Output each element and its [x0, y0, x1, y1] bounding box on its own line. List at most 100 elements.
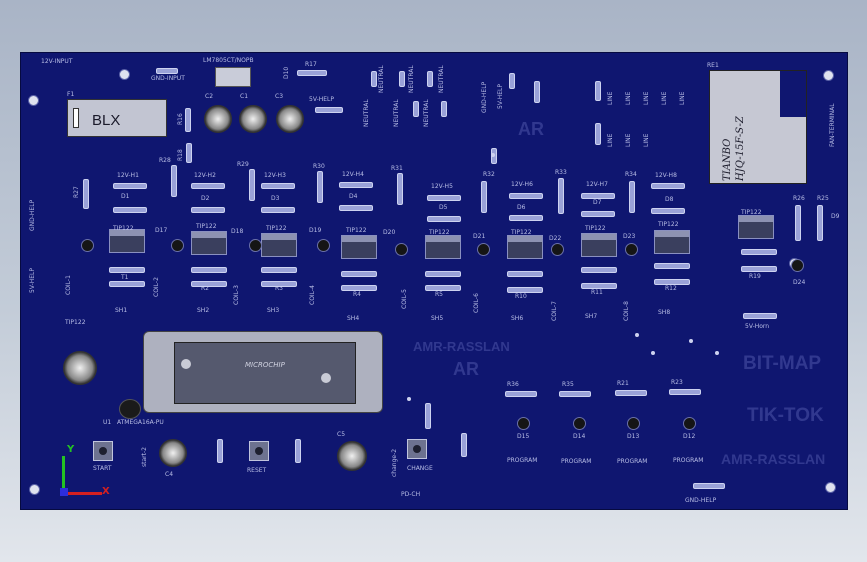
label-r36: R36: [507, 381, 519, 388]
ch-label-4: 12V-H4: [342, 171, 364, 178]
sh-label-6: SH6: [511, 315, 524, 322]
resistor: [191, 183, 225, 189]
tip-label-8: TIP122: [658, 221, 679, 228]
led-d18: D18: [231, 228, 244, 235]
led-d14: [573, 417, 586, 430]
mcu-brand: MICROCHIP: [245, 361, 285, 369]
led: [625, 243, 638, 256]
sh-label-4: SH4: [347, 315, 360, 322]
via: [635, 333, 639, 337]
label-re1: RE1: [707, 62, 719, 69]
r-label-5: R5: [435, 291, 443, 298]
label-u1: U1: [103, 419, 112, 426]
ch-label-2: 12V-H2: [194, 172, 216, 179]
coil-label-4: COIL-4: [309, 285, 316, 305]
neutral-1: NEUTRAL: [363, 99, 370, 127]
capacitor-c3: [276, 105, 304, 133]
via: [715, 351, 719, 355]
mcu-part: ATMEGA16A-PU: [117, 419, 164, 426]
r-label-11: R11: [591, 289, 603, 296]
resistor: [156, 68, 178, 74]
via: [407, 397, 411, 401]
resistor-r32: [481, 181, 487, 213]
tip-label-9: TIP122: [741, 209, 762, 216]
mounting-hole: [119, 69, 130, 80]
reset-button[interactable]: [249, 441, 269, 461]
led: [249, 239, 262, 252]
resistor: [654, 263, 690, 269]
label-r31: R31: [391, 165, 403, 172]
terminal: [427, 71, 433, 87]
r-label-10: R10: [515, 293, 527, 300]
resistor: [654, 279, 690, 285]
regulator-label: LM7805CT/NOPB: [203, 57, 254, 64]
resistor-r36: [505, 391, 537, 397]
transistor-tip122: [341, 235, 377, 259]
resistor: [341, 285, 377, 291]
resistor-r25: [817, 205, 823, 241]
side-tip122: TIP122: [65, 319, 86, 326]
resistor: [109, 267, 145, 273]
r-label-12: R12: [665, 285, 677, 292]
start-label: START: [93, 465, 112, 472]
label-r35: R35: [562, 381, 574, 388]
label-c5: C5: [337, 431, 346, 438]
program-label-4: PROGRAM: [673, 457, 704, 464]
label-d12: D12: [683, 433, 696, 440]
label-c1: C1: [240, 93, 249, 100]
resistor-r27: [83, 179, 89, 209]
diode-d7: D7: [593, 199, 602, 206]
led: [477, 243, 490, 256]
line-5: LINE: [679, 91, 686, 105]
line-8: LINE: [643, 133, 650, 147]
resistor-r18: [186, 143, 192, 163]
r-label-4: R4: [353, 291, 361, 298]
resistor: [507, 287, 543, 293]
led-d19: D19: [309, 227, 322, 234]
coil-label-7: COIL-7: [551, 301, 558, 321]
sh-label-1: SH1: [115, 307, 128, 314]
sh-label-2: SH2: [197, 307, 210, 314]
resistor: [427, 195, 461, 201]
coil-label-3: COIL-3: [233, 285, 240, 305]
resistor-r16: [185, 108, 191, 132]
label-5v-horn: 5V-Horn: [745, 323, 770, 330]
start-button[interactable]: [93, 441, 113, 461]
led: [551, 243, 564, 256]
led-d22: D22: [549, 235, 562, 242]
relay: TIANBO HJQ-15F-S-Z: [709, 70, 807, 184]
label-d10: D10: [283, 66, 290, 79]
via: [651, 351, 655, 355]
led: [171, 239, 184, 252]
coil-label-5: COIL-5: [401, 289, 408, 309]
capacitor-c4-left: [63, 351, 97, 385]
resistor: [261, 183, 295, 189]
diode: [261, 207, 295, 213]
transistor-tip122: [507, 235, 543, 259]
y-axis: [62, 456, 65, 494]
label-r26: R26: [793, 195, 805, 202]
resistor: [425, 403, 431, 429]
gnd-help-bottom: GND-HELP: [685, 497, 717, 504]
z-axis: [60, 488, 68, 496]
axis-y-label: Y: [67, 444, 75, 455]
resistor: [261, 267, 297, 273]
amr-rasslan-label: AMR-RASSLAN: [413, 339, 510, 354]
resistor: [651, 183, 685, 189]
label-r18: R18: [177, 149, 184, 161]
mounting-hole: [28, 95, 39, 106]
fuse-text: BLX: [92, 112, 121, 129]
led-d21: D21: [473, 233, 486, 240]
tip-label-7: TIP122: [585, 225, 606, 232]
resistor: [581, 193, 615, 199]
label-r17: R17: [305, 61, 317, 68]
transistor-tip122: [738, 215, 774, 239]
label-d13: D13: [627, 433, 640, 440]
led-d13: [627, 417, 640, 430]
mounting-hole: [823, 70, 834, 81]
label-d14: D14: [573, 433, 586, 440]
label-d9: D9: [831, 213, 840, 220]
change-button[interactable]: [407, 439, 427, 459]
tip-label-6: TIP122: [511, 229, 532, 236]
